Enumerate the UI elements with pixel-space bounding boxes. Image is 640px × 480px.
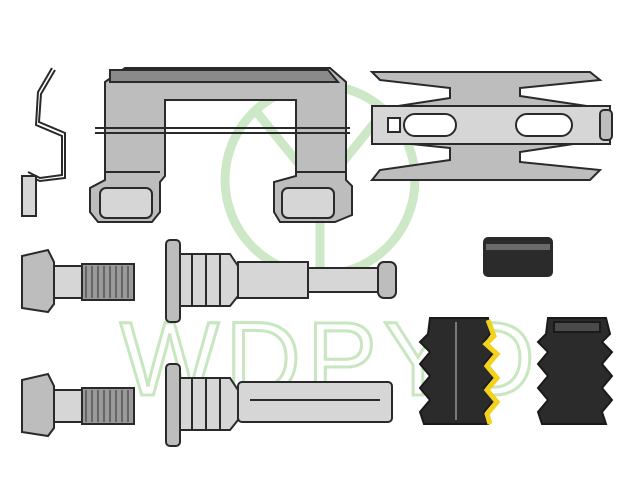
guide-pin-2	[165, 363, 393, 447]
dust-boot-1	[418, 317, 501, 425]
anti-rattle-spring	[21, 67, 66, 217]
retaining-plate	[369, 71, 613, 181]
guide-bolt-1	[21, 248, 135, 314]
rubber-bushing	[483, 237, 553, 277]
abutment-clip	[89, 67, 353, 223]
guide-pin-1	[165, 239, 397, 323]
guide-bolt-2	[21, 372, 135, 438]
dust-boot-2	[536, 317, 614, 425]
